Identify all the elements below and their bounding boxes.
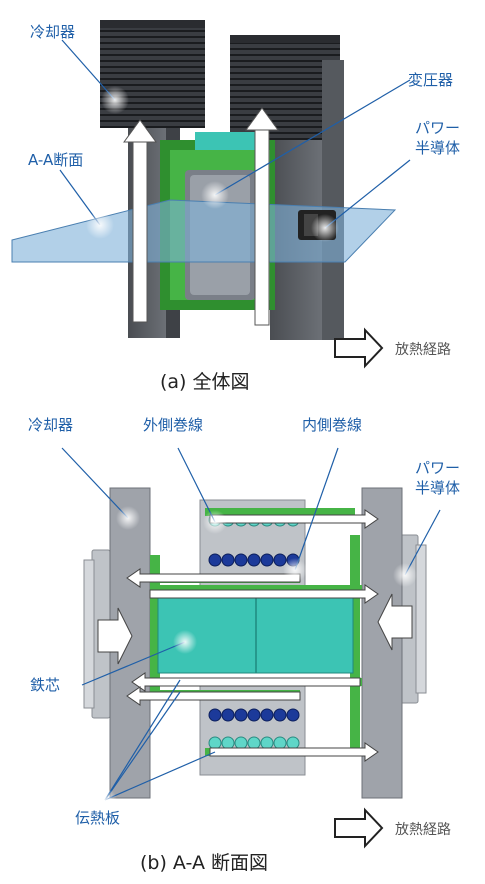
heat-path-legend-arrow-a bbox=[334, 327, 384, 369]
label-inner-winding-b: 内側巻線 bbox=[302, 416, 363, 434]
heat-path-label-b: 放熱経路 bbox=[395, 822, 451, 838]
label-section-a: A-A断面 bbox=[28, 151, 84, 169]
heat-path-legend-arrow-b bbox=[334, 807, 384, 849]
inner-winding-top bbox=[208, 553, 300, 567]
label-cooler-a: 冷却器 bbox=[30, 23, 76, 41]
label-power-semi-b: パワー 半導体 bbox=[415, 459, 461, 497]
heat-arrow-up-left bbox=[123, 119, 157, 323]
label-transformer-a: 変圧器 bbox=[408, 71, 454, 89]
label-power-semi-a: パワー 半導体 bbox=[415, 119, 461, 157]
figure-a-drawing bbox=[11, 20, 411, 369]
heat-arrows-b bbox=[97, 509, 413, 762]
label-cooler-b: 冷却器 bbox=[28, 416, 74, 434]
caption-b: (b) A-A 断面図 bbox=[140, 852, 268, 874]
label-heat-plate-b: 伝熱板 bbox=[75, 809, 121, 827]
label-core-b: 鉄芯 bbox=[30, 676, 61, 694]
leader-lines-b bbox=[61, 447, 441, 801]
outer-winding-bottom bbox=[208, 736, 300, 750]
inner-winding-bottom bbox=[208, 708, 300, 722]
heat-path-label-a: 放熱経路 bbox=[395, 342, 451, 358]
heat-arrow-up-right bbox=[245, 107, 279, 326]
label-outer-winding-b: 外側巻線 bbox=[143, 416, 204, 434]
caption-a: (a) 全体図 bbox=[160, 371, 250, 393]
leader-lines-a bbox=[59, 39, 411, 229]
